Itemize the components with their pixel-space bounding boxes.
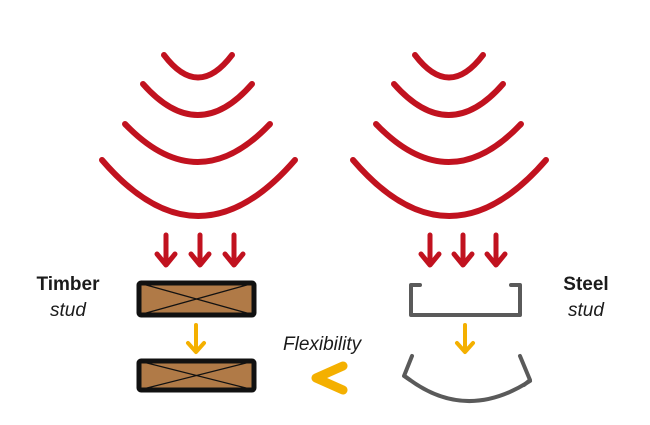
steel-stud-deflected (402, 354, 532, 403)
timber-sound-waves (99, 52, 298, 219)
timber-wave-arc-1 (161, 52, 235, 81)
timber-wave-arc-2 (140, 81, 255, 118)
down-arrow-icon (154, 232, 178, 268)
down-arrow-icon (188, 232, 212, 268)
steel-wave-arc-1 (412, 52, 486, 81)
down-arrow-icon (451, 232, 475, 268)
timber-load-arrows (154, 232, 246, 268)
down-arrow-icon (418, 232, 442, 268)
timber-stud-subtitle: stud (50, 300, 86, 321)
down-arrow-icon (222, 232, 246, 268)
steel-wave-arc-3 (373, 121, 524, 165)
timber-wave-arc-3 (122, 121, 273, 165)
steel-wave-arc-4 (350, 157, 549, 219)
timber-wave-arc-4 (99, 157, 298, 219)
timber-stud-title: Timber (36, 274, 100, 295)
steel-stud-section (409, 283, 522, 317)
flexibility-label: Flexibility (283, 334, 362, 355)
steel-load-arrows (418, 232, 508, 268)
steel-stud-title: Steel (563, 274, 609, 295)
less-than-symbol (311, 361, 348, 395)
timber-stud-section (136, 280, 257, 318)
steel-stud-subtitle: stud (568, 300, 604, 321)
down-arrow-icon (484, 232, 508, 268)
steel-sound-waves (350, 52, 549, 219)
timber-stud-deflected (136, 358, 257, 393)
timber-deflection-arrow-icon (186, 323, 206, 354)
steel-deflection-arrow-icon (455, 323, 475, 354)
steel-wave-arc-2 (391, 81, 506, 118)
